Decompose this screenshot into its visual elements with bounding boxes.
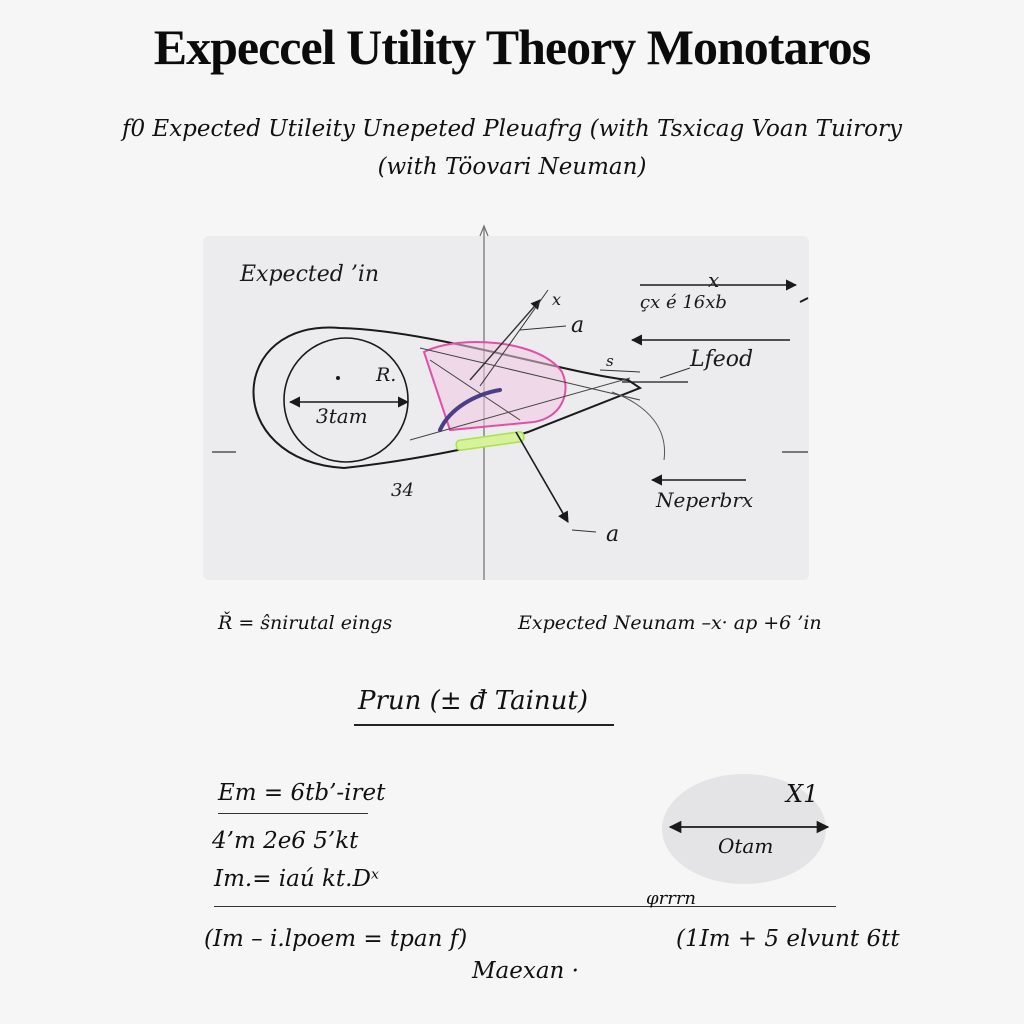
equation-1: Em = 6tb’-iret — [218, 780, 386, 806]
equation-3: Im.= iaú kt.Dˣ — [214, 866, 380, 892]
equation-max: Maexan · — [472, 958, 579, 984]
equation-1-underline — [218, 813, 368, 814]
equation-4: (Im – i.lpoem = tpan f) — [204, 926, 468, 952]
caption-left: Ř = ŝnirutal eings — [218, 612, 393, 634]
purple-stroke — [438, 388, 502, 432]
figure-label-a-bottom: a — [606, 522, 620, 547]
magenta-region — [422, 340, 567, 432]
figure-label-expected: Expected ’in — [240, 262, 380, 287]
side-label-otam: Otam — [718, 834, 774, 858]
caption-right: Expected Neunam –x· ap +6 ’in — [518, 612, 822, 634]
figure-label-x-top: x — [708, 268, 720, 292]
figure-label-x-ab: çx é 16xb — [640, 292, 727, 313]
green-bar — [455, 431, 525, 451]
equation-rule — [214, 906, 836, 907]
figure-label-34: 34 — [391, 480, 414, 501]
section-heading: Prun (± đ Tainut) — [358, 686, 589, 716]
figure-label-lfeod: Lfeod — [690, 347, 754, 372]
figure-label-3tam: 3tam — [316, 404, 368, 428]
section-underline — [354, 724, 614, 726]
figure-label-neperbrx: Neperbrx — [656, 488, 754, 512]
side-label-squiggle: φrrrn — [646, 888, 697, 909]
page-title: Expeccel Utility Theory Monotaros — [153, 19, 871, 75]
subtitle-line-2: (with Töovari Neuman) — [377, 154, 647, 180]
figure-label-x-small: x — [552, 290, 562, 309]
equation-5: (1Im + 5 elvunt 6tt — [676, 926, 900, 952]
equation-2: 4’m 2e6 5’kt — [212, 828, 359, 854]
inner-ellipse — [283, 337, 409, 463]
figure-label-s: s — [606, 352, 614, 370]
subtitle-line-1: f0 Expected Utileity Unepeted Pleuafrg (… — [121, 116, 903, 142]
side-label-x1: X1 — [786, 780, 819, 808]
figure-label-r: R. — [376, 364, 397, 386]
figure-label-a-top: a — [571, 313, 585, 338]
